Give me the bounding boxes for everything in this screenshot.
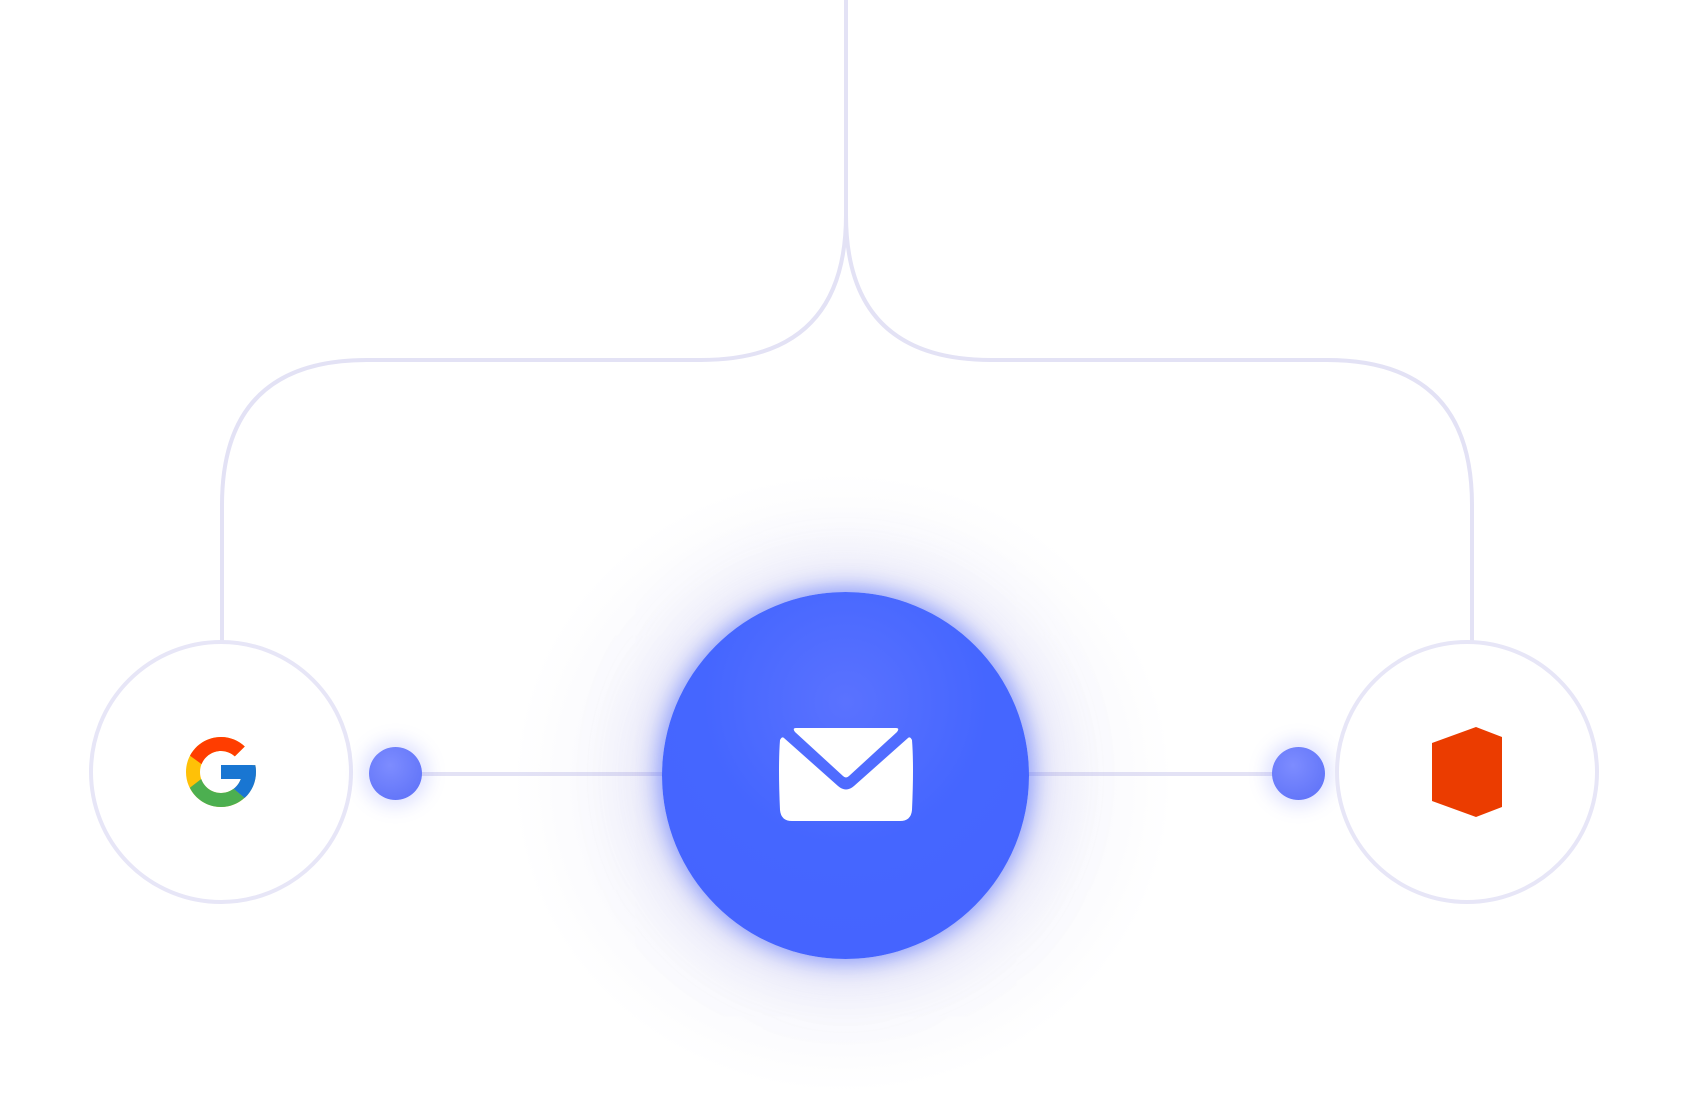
trunk-to-google-line xyxy=(220,0,848,642)
office-node xyxy=(1335,640,1599,904)
office-connector-dot xyxy=(1272,747,1325,800)
google-g-logo-icon xyxy=(186,737,256,807)
envelope-icon xyxy=(778,727,913,821)
microsoft-office-logo-icon xyxy=(1432,727,1502,817)
mail-hub xyxy=(662,592,1029,959)
trunk-to-office-line xyxy=(844,0,1474,642)
google-node xyxy=(89,640,353,904)
google-connector-dot xyxy=(369,747,422,800)
